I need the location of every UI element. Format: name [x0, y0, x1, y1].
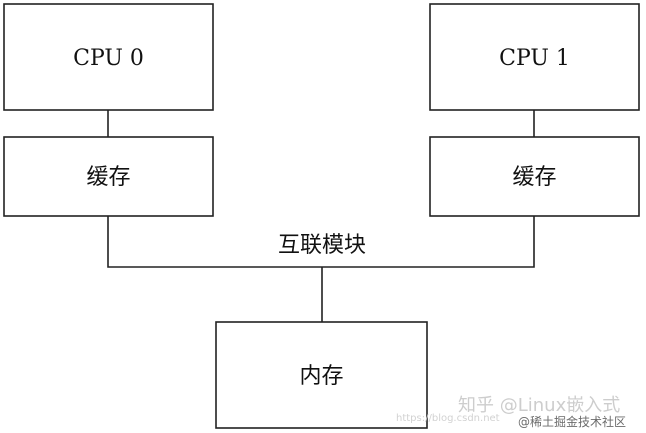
cpu0-box: CPU 0 — [3, 3, 214, 111]
interconnect-bus — [107, 216, 535, 268]
memory-label: 内存 — [299, 364, 343, 389]
cpu1-box: CPU 1 — [429, 3, 640, 111]
cache1-label: 缓存 — [512, 165, 556, 190]
watermark: https://blog.csdn.net 知乎 @Linux嵌入式 @稀土掘金… — [396, 395, 626, 429]
watermark-zhihu: 知乎 @Linux嵌入式 — [458, 395, 620, 416]
cpu1-label: CPU 1 — [499, 46, 570, 71]
cache1-box: 缓存 — [429, 136, 640, 217]
interconnect-label: 互联模块 — [278, 233, 366, 258]
memory-box: 内存 — [215, 321, 428, 429]
watermark-community: @稀土掘金技术社区 — [518, 414, 626, 429]
cache0-label: 缓存 — [86, 165, 130, 190]
cpu0-label: CPU 0 — [73, 46, 144, 71]
connectors — [107, 110, 535, 322]
cache0-box: 缓存 — [3, 136, 214, 217]
watermark-url: https://blog.csdn.net — [396, 413, 500, 424]
